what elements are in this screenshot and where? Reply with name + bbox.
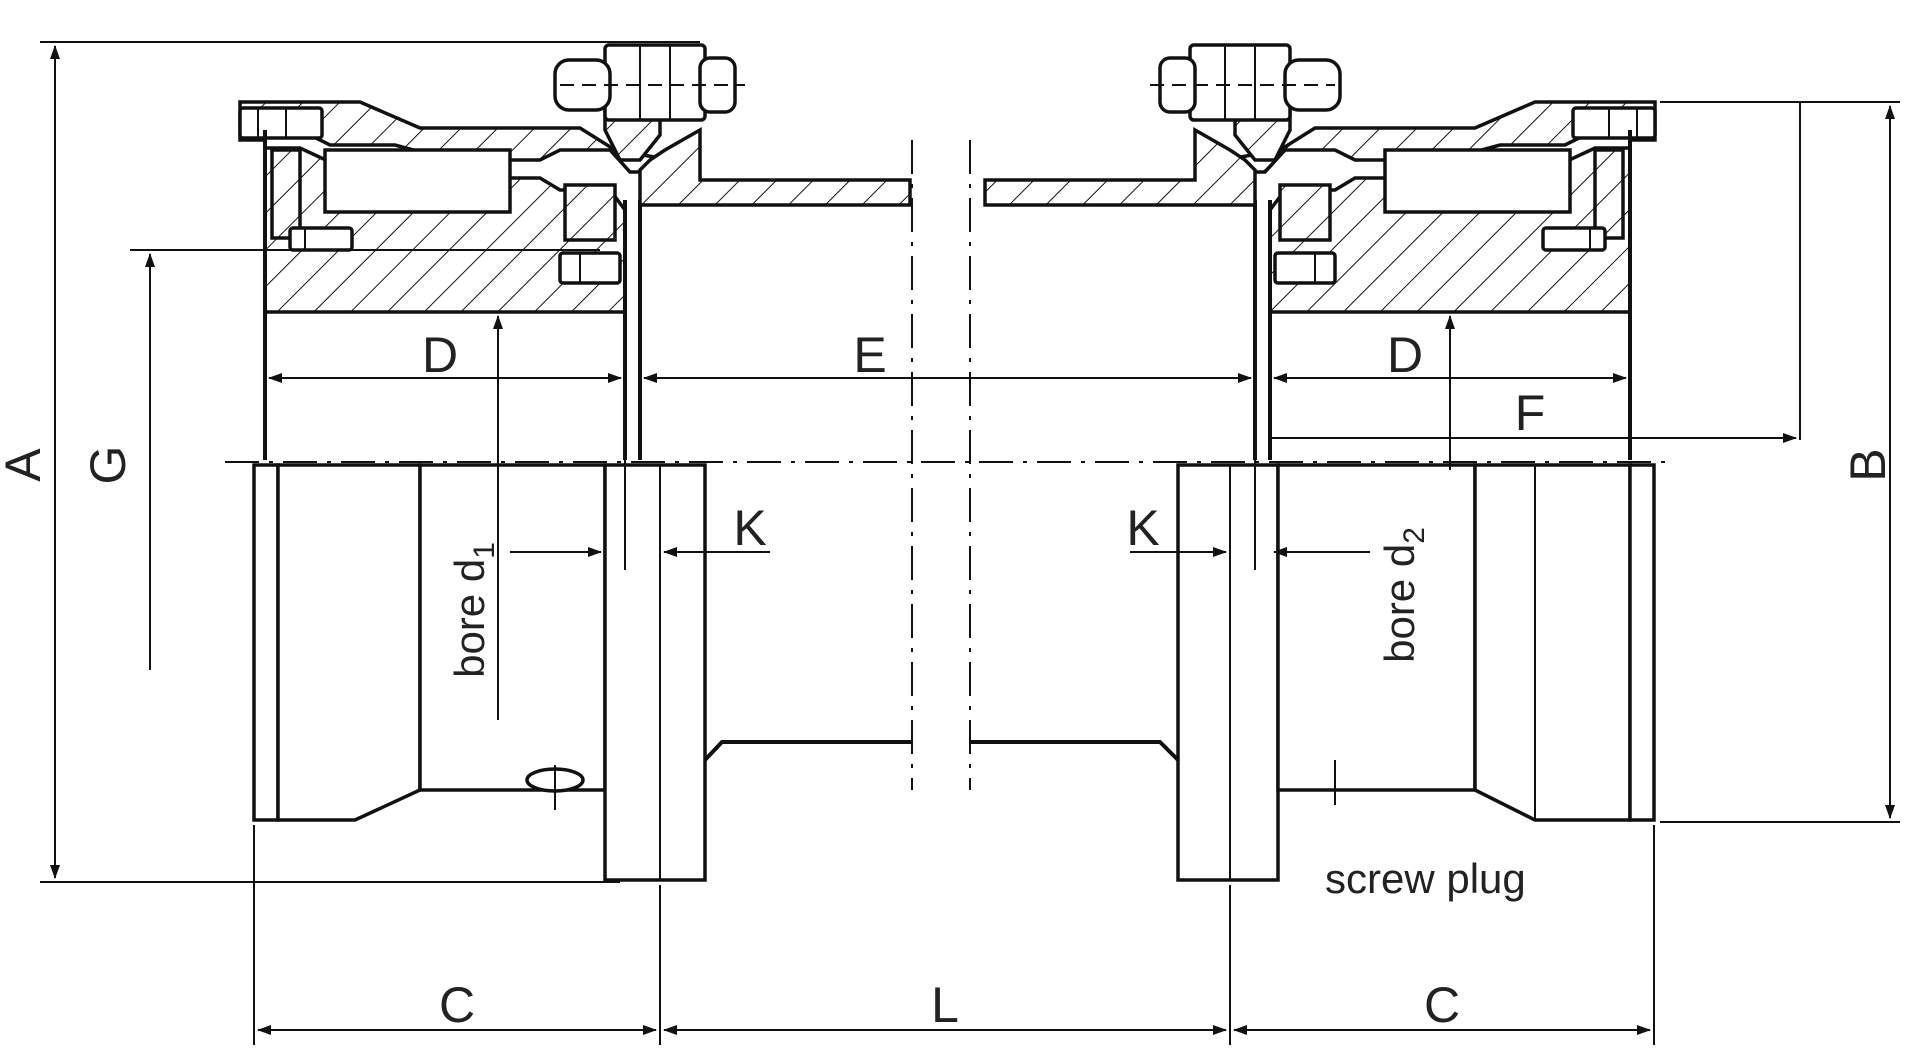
label-F: F [1515,385,1546,441]
label-C-right: C [1424,977,1460,1033]
label-C-left: C [439,977,475,1033]
bore-d2-sub: 2 [1398,527,1431,544]
label-K-right: K [1126,500,1159,556]
spacer-tube-outer [703,740,1180,762]
label-D-right: D [1387,327,1423,383]
right-hub-outer [1176,463,1656,882]
bore-d1-text: bore d [446,559,493,678]
label-G: G [80,446,136,485]
label-K-left: K [733,500,766,556]
svg-text:bore d2: bore d2 [1376,527,1431,663]
svg-text:bore d1: bore d1 [446,542,501,678]
label-bore-d2: bore d2 [1376,527,1431,663]
left-hub-outer [252,463,707,882]
left-spacer-flange [553,43,912,207]
label-bore-d1: bore d1 [446,542,501,678]
label-A: A [0,448,51,482]
dimension-lines [40,41,1900,1045]
label-B: B [1840,448,1896,481]
label-screw-plug: screw plug [1325,855,1526,902]
spacer-break-lines [911,140,971,790]
bore-d2-text: bore d [1376,544,1423,663]
right-spacer-flange [983,43,1342,207]
label-E: E [853,327,886,383]
left-hub-section [238,100,662,460]
right-hub-section [1233,100,1657,460]
bore-d1-sub: 1 [468,542,501,559]
label-D-left: D [422,327,458,383]
label-L: L [931,977,959,1033]
